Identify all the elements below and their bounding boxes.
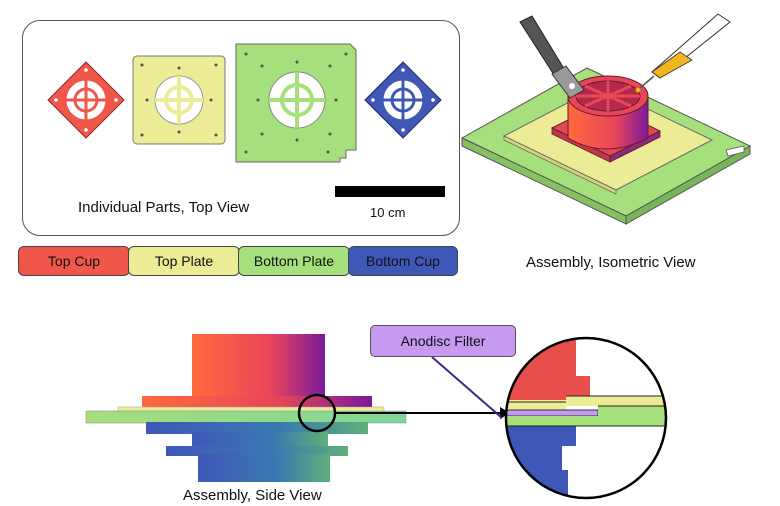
caption-parts-top-view: Individual Parts, Top View (78, 199, 250, 216)
isometric-assembly (460, 13, 752, 225)
detail-circle-small (297, 393, 337, 433)
anodisc-filter-label: Anodisc Filter (370, 325, 516, 357)
legend-bottom-plate: Bottom Plate (238, 246, 350, 276)
caption-side-view: Assembly, Side View (183, 487, 322, 504)
scale-bar (335, 186, 445, 197)
parts-panel (22, 20, 460, 236)
top-cup-part (47, 61, 125, 139)
detail-zoom-circle (504, 336, 668, 500)
legend-top-cup: Top Cup (18, 246, 130, 276)
side-view-assembly (85, 334, 510, 482)
bottom-cup-part (364, 61, 442, 139)
legend-top-plate: Top Plate (128, 246, 240, 276)
bottom-plate-part (235, 43, 357, 163)
legend-bottom-cup: Bottom Cup (348, 246, 458, 276)
caption-isometric-view: Assembly, Isometric View (526, 254, 696, 271)
top-plate-part (132, 55, 226, 145)
scale-bar-label: 10 cm (370, 205, 406, 220)
